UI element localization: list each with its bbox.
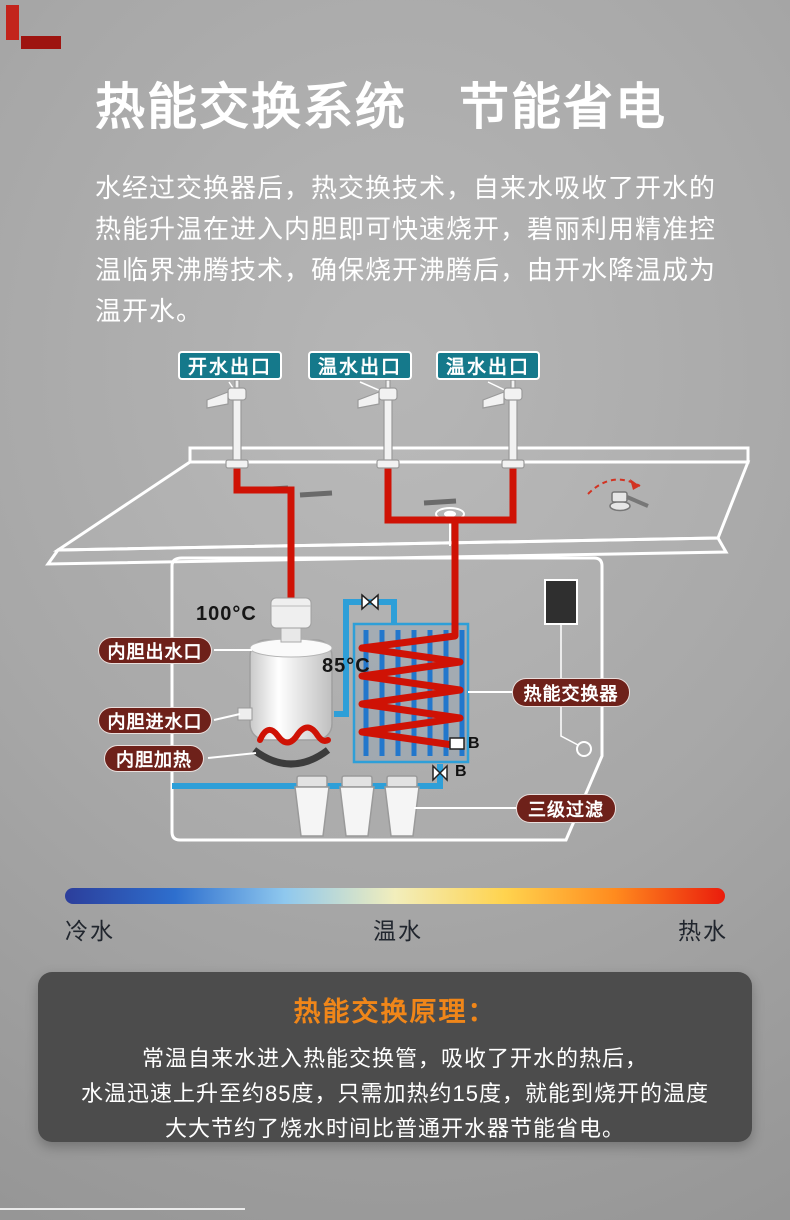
- label-tank-inlet: 内胆进水口: [98, 707, 212, 734]
- bar-label-cold: 冷水: [65, 918, 115, 944]
- principle-line: 水温迅速上升至约85度，只需加热约15度，就能到烧开的温度: [81, 1081, 709, 1106]
- outlet-label-warm-1: 温水出口: [308, 351, 412, 380]
- filter-cartridges: [294, 775, 420, 837]
- principle-line: 常温自来水进入热能交换管，吸收了开水的热后，: [141, 1046, 648, 1071]
- label-tank-outlet: 内胆出水口: [98, 637, 212, 664]
- outlet-label-boiling: 开水出口: [178, 351, 282, 380]
- intro-line: 热能升温在进入内胆即可快速烧开，碧丽利用精准控: [95, 214, 717, 244]
- principle-panel: 热能交换原理： 常温自来水进入热能交换管，吸收了开水的热后， 水温迅速上升至约8…: [38, 972, 752, 1142]
- intro-line: 温临界沸腾技术，确保烧开沸腾后，由开水降温成为: [95, 255, 717, 285]
- outlet-label-warm-2: 温水出口: [436, 351, 540, 380]
- divider-line: [0, 1208, 245, 1210]
- intro-line: 温开水。: [95, 296, 204, 326]
- diagram-canvas: [45, 379, 751, 842]
- valve-mark-b1: B: [468, 735, 480, 752]
- rotate-arrow-icon: [587, 478, 641, 495]
- faucet-icon: [206, 379, 525, 469]
- intro-line: 水经过交换器后，热交换技术，自来水吸收了开水的: [95, 173, 717, 203]
- bar-label-hot: 热水: [678, 918, 728, 944]
- valve-mark-b2: B: [455, 763, 467, 780]
- heat-exchanger-coil: [358, 624, 464, 750]
- inlet-fitting: [237, 707, 253, 721]
- temp-exchanger-out: 85°C: [322, 655, 371, 677]
- brand-mark-icon: [6, 5, 19, 40]
- hot-water-pipe: [233, 466, 517, 624]
- side-tap-icon: [609, 491, 649, 512]
- principle-line: 大大节约了烧水时间比普通开水器节能省电。: [164, 1116, 625, 1141]
- valve-icon: [361, 593, 465, 782]
- label-filters: 三级过滤: [516, 794, 616, 823]
- system-diagram: 开水出口 温水出口 温水出口 内胆出水口 内胆进水口 内胆加热 热能交换器 三级…: [0, 330, 790, 890]
- label-tank-heater: 内胆加热: [104, 745, 204, 772]
- brand-mark-icon: [21, 36, 61, 49]
- intro-paragraph: 水经过交换器后，热交换技术，自来水吸收了开水的 热能升温在进入内胆即可快速烧开，…: [95, 168, 716, 332]
- page-title: 热能交换系统 节能省电: [95, 79, 667, 135]
- temperature-bar: [65, 888, 725, 904]
- power-box: [544, 579, 578, 625]
- principle-title: 热能交换原理：: [293, 997, 497, 1027]
- relief-valve: [270, 597, 312, 629]
- bar-label-warm: 温水: [373, 918, 423, 944]
- cold-water-pipe: [172, 599, 443, 789]
- heating-element: [251, 724, 331, 768]
- label-heat-exchanger: 热能交换器: [512, 678, 630, 707]
- boiler-tank: [237, 597, 333, 741]
- temp-boiler: 100°C: [196, 603, 257, 625]
